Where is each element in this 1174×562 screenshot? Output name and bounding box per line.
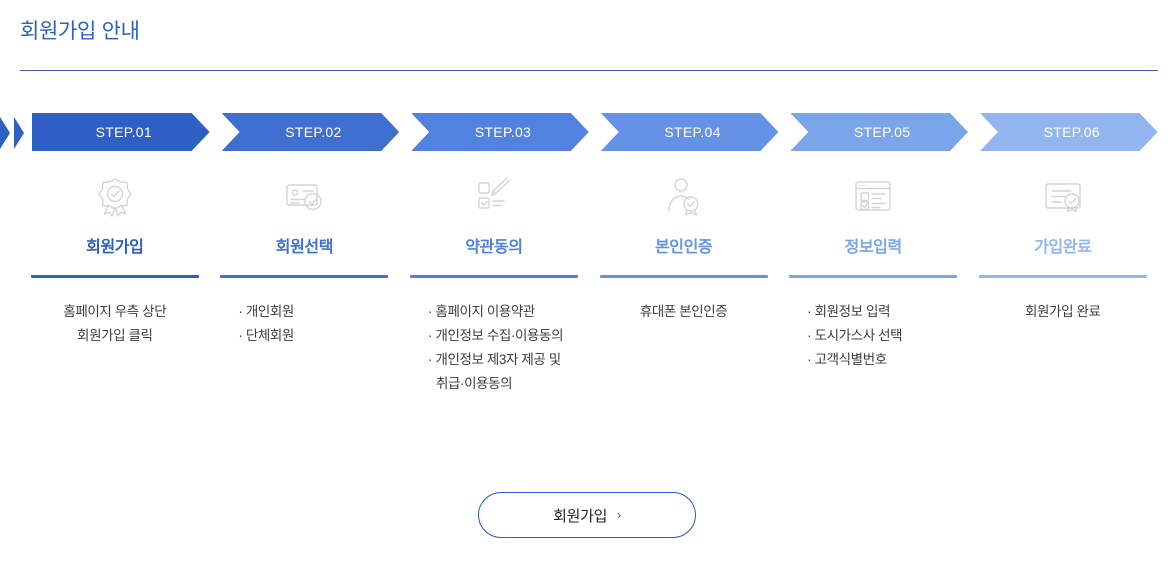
step-description-line: 단체회원 <box>238 324 388 348</box>
certificate-seal-icon <box>1040 165 1086 227</box>
ribbon-check-icon <box>92 165 138 227</box>
step-badge[interactable]: STEP.06 <box>980 113 1158 151</box>
page-title: 회원가입 안내 <box>20 20 140 43</box>
step-underline <box>599 275 768 278</box>
step-column: STEP.05 정보입력회원정보 입력도시가스사 선택고객식별번호 <box>778 113 968 372</box>
step-badge-wrap: STEP.03 <box>399 113 589 151</box>
chevron-right-icon <box>14 117 24 149</box>
step-badge-label: STEP.06 <box>1043 124 1100 140</box>
step-badge-wrap: STEP.05 <box>778 113 968 151</box>
step-description-line: 개인정보 제3자 제공 및 <box>428 348 578 372</box>
checklist-pen-icon <box>471 165 517 227</box>
step-underline <box>978 275 1147 278</box>
step-badge[interactable]: STEP.02 <box>222 113 400 151</box>
step-badge[interactable]: STEP.05 <box>790 113 968 151</box>
step-badge[interactable]: STEP.04 <box>601 113 779 151</box>
step-name: 회원선택 <box>275 239 334 256</box>
step-badge-label: STEP.01 <box>95 124 152 140</box>
chevron-right-icon <box>0 117 10 149</box>
chevron-right-icon: › <box>617 508 621 522</box>
step-description: 개인회원단체회원 <box>220 300 388 348</box>
step-description: 홈페이지 이용약관개인정보 수집·이용동의개인정보 제3자 제공 및취급·이용동… <box>410 300 578 396</box>
step-name: 정보입력 <box>844 239 903 256</box>
step-description: 휴대폰 본인인증 <box>600 300 768 324</box>
id-card-check-icon <box>281 165 327 227</box>
step-name: 본인인증 <box>654 239 713 256</box>
lead-chevrons <box>0 114 30 152</box>
step-name: 약관동의 <box>465 239 523 256</box>
step-badge-label: STEP.05 <box>854 124 911 140</box>
step-description-line: 개인회원 <box>238 300 388 324</box>
step-description-line: 개인정보 수집·이용동의 <box>428 324 578 348</box>
step-underline <box>30 275 199 278</box>
step-badge-label: STEP.02 <box>285 124 342 140</box>
title-divider <box>20 70 1158 71</box>
step-underline <box>789 275 958 278</box>
step-description: 회원가입 완료 <box>979 300 1147 324</box>
person-verify-icon <box>661 165 707 227</box>
step-badge-wrap: STEP.04 <box>589 113 779 151</box>
step-description-line: 취급·이용동의 <box>435 376 513 391</box>
step-name: 가입완료 <box>1034 239 1092 256</box>
step-description-line: 회원가입 완료 <box>1025 304 1101 319</box>
step-name: 회원가입 <box>86 239 144 256</box>
step-badge-label: STEP.04 <box>664 124 721 140</box>
step-description: 회원정보 입력도시가스사 선택고객식별번호 <box>789 300 957 372</box>
step-underline <box>409 275 578 278</box>
signup-button-label: 회원가입 <box>553 507 608 525</box>
step-column: STEP.02 회원선택개인회원단체회원 <box>210 113 400 348</box>
step-badge-wrap: STEP.01 <box>20 113 210 151</box>
step-badge[interactable]: STEP.03 <box>411 113 589 151</box>
step-badge-wrap: STEP.02 <box>210 113 400 151</box>
step-description-line: 홈페이지 우측 상단 <box>63 304 167 319</box>
step-description-line: 회원가입 클릭 <box>77 328 153 343</box>
step-badge-label: STEP.03 <box>474 124 532 140</box>
step-description-line: 휴대폰 본인인증 <box>639 304 728 319</box>
step-badge-wrap: STEP.06 <box>968 113 1158 151</box>
step-description-line: 홈페이지 이용약관 <box>428 300 578 324</box>
step-column: STEP.03 약관동의홈페이지 이용약관개인정보 수집·이용동의개인정보 제3자… <box>399 113 589 396</box>
step-description-line: 회원정보 입력 <box>807 300 957 324</box>
step-description-line: 도시가스사 선택 <box>807 324 957 348</box>
form-window-icon <box>850 165 896 227</box>
step-badge[interactable]: STEP.01 <box>32 113 210 151</box>
step-underline <box>220 275 389 278</box>
cta-container: 회원가입 › <box>0 492 1174 538</box>
signup-button[interactable]: 회원가입 › <box>478 492 696 538</box>
step-description-line: 고객식별번호 <box>807 348 957 372</box>
